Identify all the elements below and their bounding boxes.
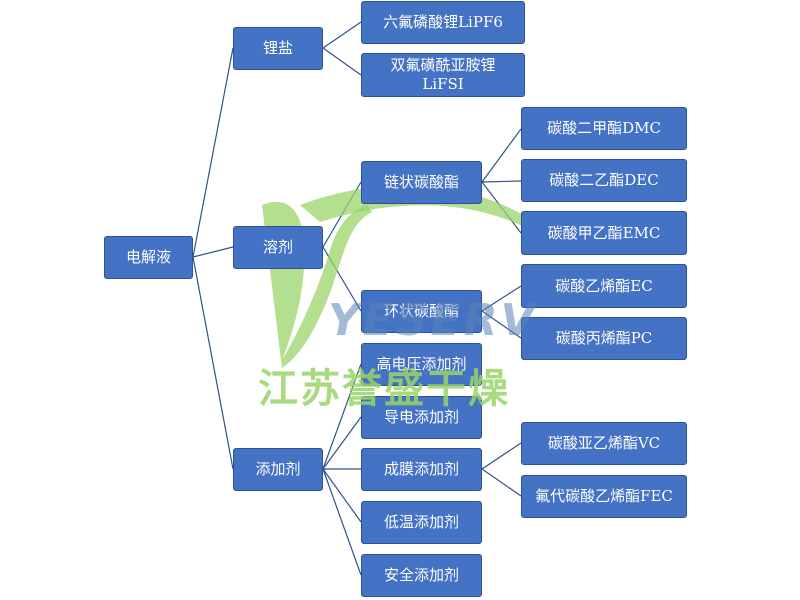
node-high-voltage-additive: 高电压添加剂	[361, 343, 482, 386]
node-vc: 碳酸亚乙烯酯VC	[521, 422, 687, 465]
node-solvent: 溶剂	[233, 226, 323, 269]
node-salt-lipf6: 六氟磷酸锂LiPF6	[361, 1, 525, 44]
node-chain-carbonate: 链状碳酸酯	[361, 161, 482, 204]
node-ec: 碳酸乙烯酯EC	[521, 264, 687, 308]
node-electrolyte: 电解液	[104, 236, 193, 279]
node-fec: 氟代碳酸乙烯酯FEC	[521, 475, 687, 518]
node-safety-additive: 安全添加剂	[361, 554, 482, 597]
node-dec: 碳酸二乙酯DEC	[521, 159, 687, 202]
node-lithium-salt: 锂盐	[233, 27, 323, 70]
node-additive: 添加剂	[233, 448, 323, 491]
node-film-forming-additive: 成膜添加剂	[361, 448, 482, 491]
node-salt-lifsi: 双氟磺酰亚胺锂LiFSI	[361, 53, 525, 97]
node-low-temp-additive: 低温添加剂	[361, 501, 482, 544]
node-cyclic-carbonate: 环状碳酸酯	[361, 290, 482, 333]
node-conductive-additive: 导电添加剂	[361, 396, 482, 439]
node-emc: 碳酸甲乙酯EMC	[521, 211, 687, 255]
node-pc: 碳酸丙烯酯PC	[521, 317, 687, 360]
node-dmc: 碳酸二甲酯DMC	[521, 107, 687, 150]
